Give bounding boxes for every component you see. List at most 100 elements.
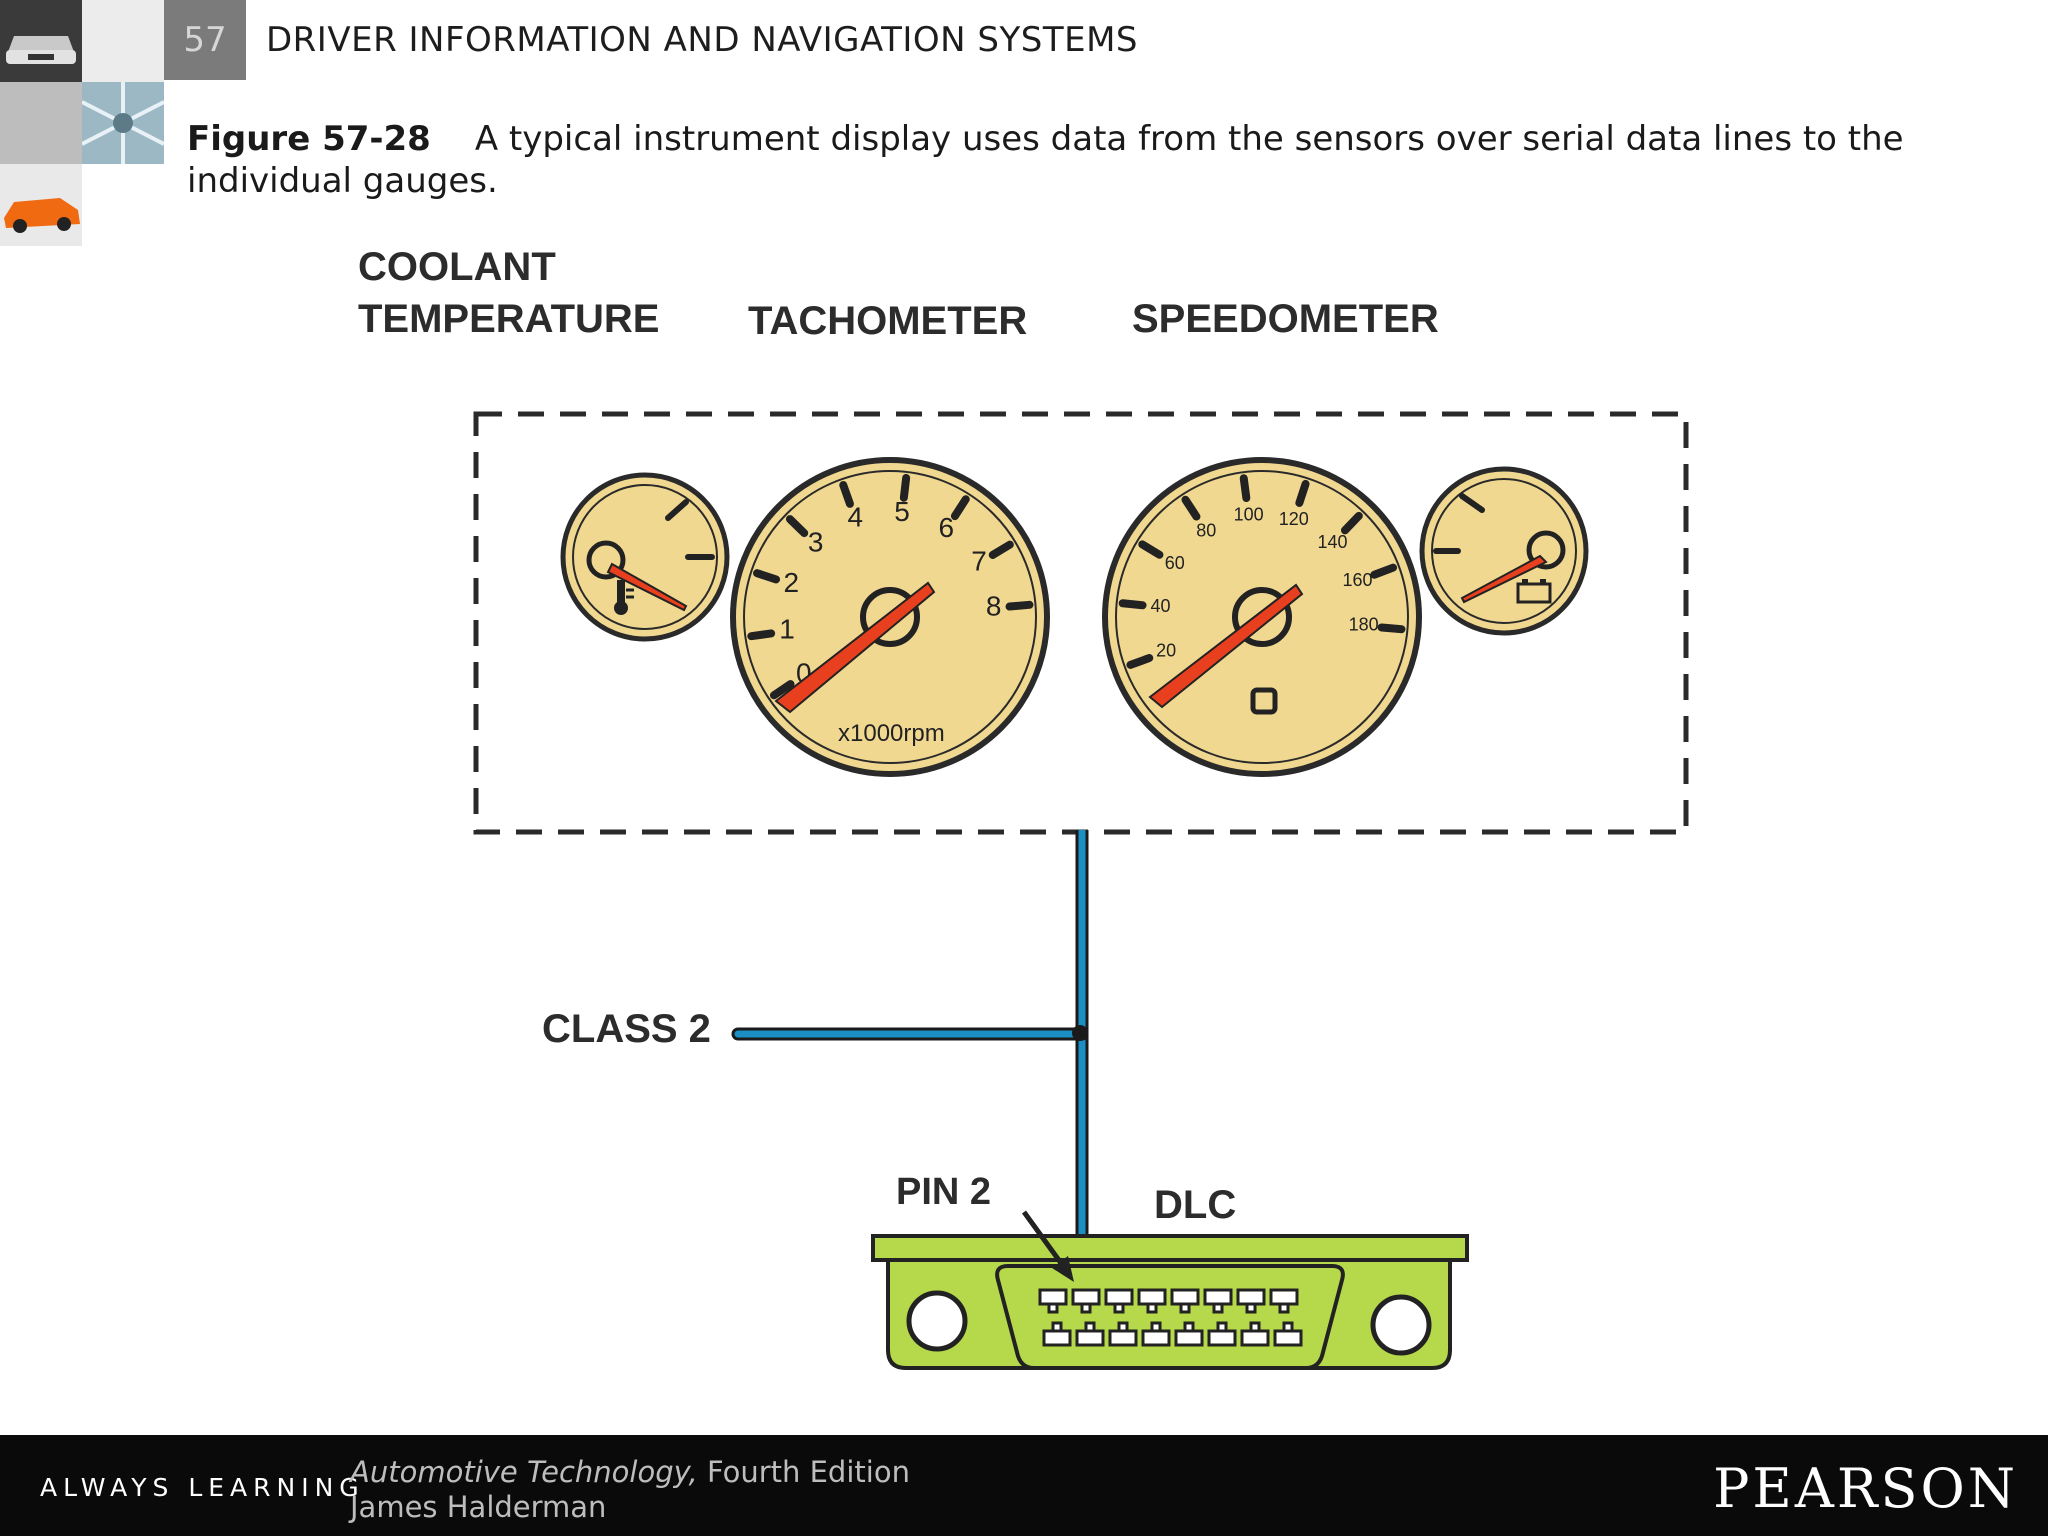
dlc-pin bbox=[1207, 1321, 1237, 1347]
gauge-tick bbox=[753, 569, 781, 584]
speedometer-gauge: 20 40 60 80 100 120 140 160 180 bbox=[1102, 457, 1422, 777]
gauge-tick-label: 140 bbox=[1318, 532, 1348, 552]
speedometer-label: SPEEDOMETER bbox=[1132, 297, 1439, 341]
speedometer-tick-labels: 20 40 60 80 100 120 140 160 180 bbox=[1150, 505, 1378, 661]
dlc-pin bbox=[1071, 1288, 1101, 1314]
dlc-pin bbox=[1038, 1288, 1068, 1314]
dlc-pins bbox=[1038, 1288, 1303, 1347]
dlc-label: DLC bbox=[1154, 1183, 1236, 1227]
mounting-hole bbox=[1370, 1294, 1432, 1356]
dlc-pin bbox=[1104, 1288, 1134, 1314]
coolant-gauge bbox=[560, 472, 730, 642]
gauge-tick-label: 4 bbox=[847, 501, 863, 532]
grey-tile bbox=[82, 0, 164, 82]
speedometer-needle bbox=[1148, 583, 1304, 709]
orange-car-icon bbox=[0, 164, 82, 246]
gauge-tick bbox=[839, 481, 854, 508]
gauge-tick-label: 7 bbox=[971, 546, 987, 577]
gauge-tick-label: 6 bbox=[938, 512, 954, 543]
gauge-tick bbox=[1118, 599, 1147, 610]
turbine-thumbnail bbox=[81, 82, 165, 164]
thermometer-icon bbox=[614, 580, 634, 615]
mounting-hole bbox=[906, 1290, 968, 1352]
book-citation: Automotive Technology, Fourth Edition Ja… bbox=[350, 1455, 910, 1525]
gauge-tick bbox=[988, 540, 1014, 559]
gauge-tick-label: 20 bbox=[1156, 641, 1176, 661]
car-thumbnail bbox=[0, 0, 82, 82]
dlc-pin bbox=[1236, 1288, 1266, 1314]
silver-car-icon bbox=[0, 0, 82, 82]
figure-label: Figure 57-28 bbox=[187, 119, 431, 159]
dlc-pin bbox=[1273, 1321, 1303, 1347]
dlc-connector bbox=[871, 1210, 1469, 1370]
gauge-tick bbox=[1239, 474, 1251, 503]
book-title: Automotive Technology, bbox=[350, 1455, 698, 1489]
gauge-tick bbox=[1295, 479, 1310, 507]
book-edition: Fourth Edition bbox=[697, 1455, 910, 1489]
pearson-logo: PEARSON bbox=[1713, 1457, 2018, 1520]
gauge-tick bbox=[950, 495, 970, 521]
class2-label: CLASS 2 bbox=[542, 1007, 711, 1051]
gauge-tick bbox=[1181, 495, 1201, 521]
gauge-tick-label: 8 bbox=[986, 590, 1002, 621]
always-learning-tagline: ALWAYS LEARNING bbox=[40, 1473, 365, 1502]
gauge-tick bbox=[1377, 623, 1406, 634]
gauge-tick-label: 40 bbox=[1150, 596, 1170, 616]
gauge-tick-label: 120 bbox=[1279, 509, 1309, 529]
gauge-tick bbox=[1005, 600, 1034, 611]
speedometer-ticks bbox=[1118, 474, 1406, 669]
gauge-tick-label: 1 bbox=[779, 614, 795, 645]
coolant-label-line2: TEMPERATURE bbox=[358, 297, 659, 341]
chapter-number: 57 bbox=[164, 0, 246, 80]
gauge-tick bbox=[1138, 540, 1164, 559]
chapter-thumbnails bbox=[0, 0, 165, 246]
tachometer-ticks bbox=[747, 473, 1034, 700]
white-tile bbox=[82, 164, 164, 246]
gauge-tick-label: 180 bbox=[1349, 615, 1379, 635]
rpm-unit-label: x1000rpm bbox=[838, 720, 945, 747]
battery-gauge bbox=[1419, 466, 1589, 636]
gauge-tick-label: 100 bbox=[1234, 505, 1264, 525]
gauge-tick-label: 5 bbox=[894, 496, 910, 527]
dlc-pin bbox=[1269, 1288, 1299, 1314]
dlc-pin bbox=[1170, 1288, 1200, 1314]
footer-bar: ALWAYS LEARNING Automotive Technology, F… bbox=[0, 1435, 2048, 1536]
gauge-tick bbox=[1126, 654, 1154, 669]
dlc-pin bbox=[1108, 1321, 1138, 1347]
dlc-pin bbox=[1203, 1288, 1233, 1314]
gauge-tick-label: 160 bbox=[1342, 570, 1372, 590]
bus-junction bbox=[1072, 1025, 1088, 1041]
gauge-tick bbox=[769, 680, 795, 700]
gauge-tick-label: 60 bbox=[1165, 553, 1185, 573]
gauge-tick bbox=[785, 515, 809, 538]
dlc-pin bbox=[1141, 1321, 1171, 1347]
dlc-pin bbox=[1174, 1321, 1204, 1347]
gauge-tick bbox=[1340, 511, 1363, 535]
class2-data-bus bbox=[731, 830, 1089, 1240]
tachometer-label: TACHOMETER bbox=[748, 299, 1027, 343]
instrument-diagram: COOLANT TEMPERATURE TACHOMETER SPEEDOMET… bbox=[358, 245, 1689, 1370]
gauge-tick bbox=[899, 473, 911, 502]
gauge-tick-label: 3 bbox=[808, 527, 824, 558]
gauge-tick bbox=[747, 629, 776, 641]
pin2-label: PIN 2 bbox=[896, 1171, 991, 1213]
grey-tile bbox=[0, 82, 82, 164]
orange-car-thumbnail bbox=[0, 164, 82, 246]
caption-text: A typical instrument display uses data f… bbox=[187, 119, 1904, 201]
coolant-label-line1: COOLANT bbox=[358, 245, 556, 289]
turbine-icon bbox=[81, 82, 165, 164]
dlc-pin bbox=[1137, 1288, 1167, 1314]
dlc-pin bbox=[1240, 1321, 1270, 1347]
odometer-icon bbox=[1250, 687, 1278, 715]
dlc-pin bbox=[1075, 1321, 1105, 1347]
gauge-tick-label: 2 bbox=[783, 567, 799, 598]
battery-icon bbox=[1516, 579, 1552, 604]
gauge-tick-label: 80 bbox=[1196, 520, 1216, 540]
gauge-tick bbox=[1370, 563, 1398, 579]
book-author: James Halderman bbox=[350, 1490, 607, 1524]
tachometer-needle bbox=[774, 581, 936, 714]
pin2-arrow bbox=[1021, 1210, 1074, 1282]
